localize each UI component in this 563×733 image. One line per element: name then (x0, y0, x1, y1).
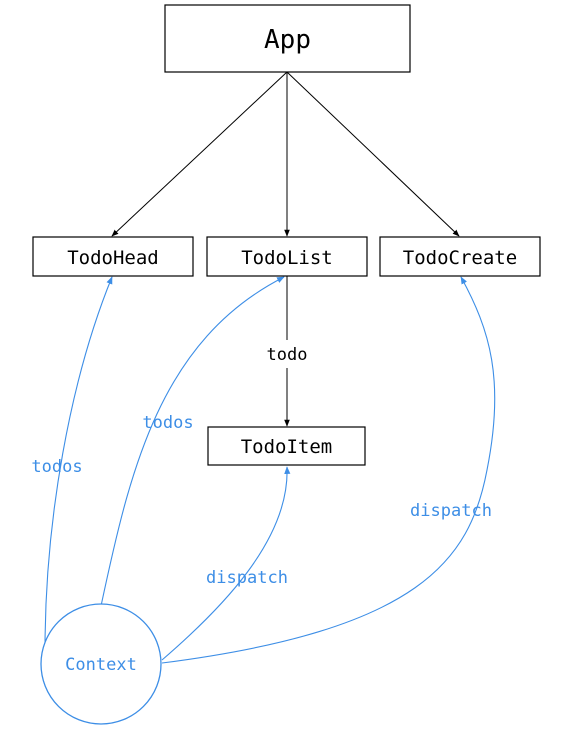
edge-context-to-todolist (100, 276, 285, 607)
node-context: Context (40, 603, 162, 725)
node-context-label: Context (65, 655, 137, 675)
blue-edges (44, 276, 496, 664)
edge-app-to-todohead (111, 71, 288, 237)
node-todolist: TodoList (206, 236, 368, 277)
node-todoitem: TodoItem (207, 426, 366, 466)
edge-label-dispatch-create: dispatch (410, 501, 492, 521)
node-todocreate: TodoCreate (379, 236, 541, 277)
node-app: App (164, 4, 411, 73)
edge-label-todos-head: todos (31, 457, 82, 477)
black-edges (111, 71, 460, 427)
node-todolist-label: TodoList (241, 247, 333, 269)
edge-label-todo: todo (267, 345, 308, 365)
edge-label-dispatch-item: dispatch (206, 568, 288, 588)
node-app-label: App (264, 25, 311, 55)
node-todohead: TodoHead (32, 236, 194, 277)
edge-context-to-todocreate (161, 276, 496, 664)
node-todohead-label: TodoHead (67, 247, 159, 269)
edge-app-to-todocreate (286, 71, 460, 237)
edge-context-to-todoitem (161, 466, 291, 661)
edge-label-todos-list: todos (142, 413, 193, 433)
node-todoitem-label: TodoItem (241, 436, 333, 458)
edge-context-to-todohead (44, 276, 113, 651)
node-todocreate-label: TodoCreate (403, 247, 517, 269)
